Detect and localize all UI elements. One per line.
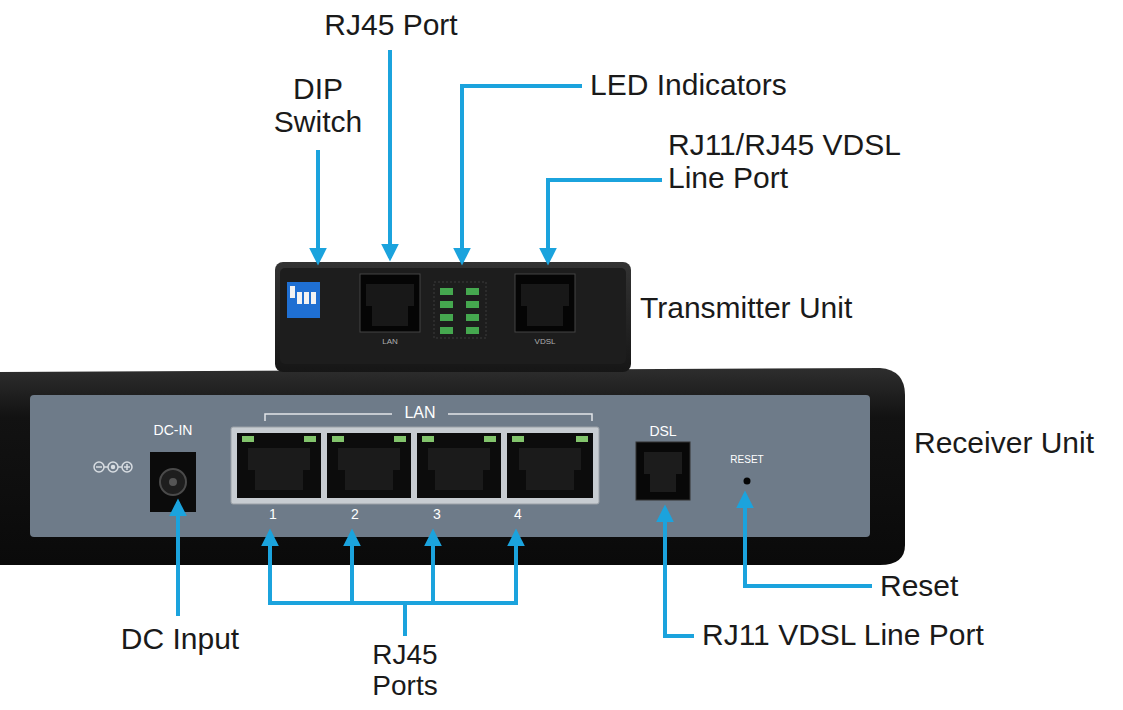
callout-label: RJ45 Port: [316, 8, 466, 41]
rj45-port: [507, 433, 593, 498]
unit-label: Receiver Unit: [914, 426, 1119, 459]
leader-arrow: [548, 180, 662, 262]
callout-label: Reset: [880, 569, 1000, 602]
port-frame: [231, 427, 599, 504]
polarity-symbol: [94, 462, 132, 472]
callout-label: RJ11 VDSL Line Port: [702, 618, 1102, 651]
port-number: 3: [425, 507, 449, 522]
leader-bracket: [268, 601, 518, 605]
callout-label: DC Input: [100, 622, 260, 655]
lan-bracket: [265, 414, 392, 421]
leader-arrow: [268, 532, 272, 603]
vdsl-port: [515, 274, 575, 332]
leader-arrow: [462, 86, 582, 262]
panel-marking: DC-IN: [140, 423, 206, 438]
port-marking: VDSL: [524, 338, 566, 347]
lan-bracket: [448, 414, 592, 421]
panel-marking: LAN: [390, 404, 450, 422]
rj45-port-socket: [366, 284, 414, 326]
transmitter-housing: [275, 262, 631, 372]
reset-hole: [744, 478, 751, 485]
port-marking: LAN: [372, 338, 408, 347]
port-number: 1: [261, 507, 285, 522]
rj45-port: [417, 433, 501, 498]
rj45-port: [327, 433, 411, 498]
dc-jack: [150, 452, 196, 512]
leader-arrow: [431, 532, 435, 603]
leader-arrow: [745, 494, 872, 586]
led-indicators: [434, 282, 486, 338]
callout-label: DIP Switch: [262, 72, 374, 138]
panel-marking: DSL: [636, 424, 690, 439]
leader-arrow: [514, 532, 518, 603]
rj45-port: [237, 433, 321, 498]
vdsl-port-socket: [521, 284, 569, 326]
unit-label: Transmitter Unit: [640, 291, 910, 324]
rj11-port: [636, 442, 690, 500]
rj45-port: [360, 274, 420, 332]
leader-arrow: [388, 50, 392, 258]
leader-arrow: [176, 502, 180, 616]
callout-label: LED Indicators: [590, 68, 850, 101]
leader-arrow: [316, 150, 320, 262]
port-number: 2: [343, 507, 367, 522]
dc-jack-socket: [160, 469, 186, 495]
leader-arrow: [350, 532, 354, 603]
rj11-port-socket: [644, 452, 682, 492]
port-number: 4: [506, 507, 530, 522]
dc-jack-pin: [169, 478, 177, 486]
leader-line: [403, 603, 407, 636]
dip-switch: [287, 282, 320, 318]
receiver-housing: [0, 368, 905, 565]
callout-label: RJ11/RJ45 VDSL Line Port: [668, 128, 926, 194]
transmitter-front: [280, 268, 626, 364]
callout-label: RJ45 Ports: [355, 640, 455, 702]
leader-arrow: [665, 508, 694, 636]
panel-marking: RESET: [720, 454, 774, 465]
